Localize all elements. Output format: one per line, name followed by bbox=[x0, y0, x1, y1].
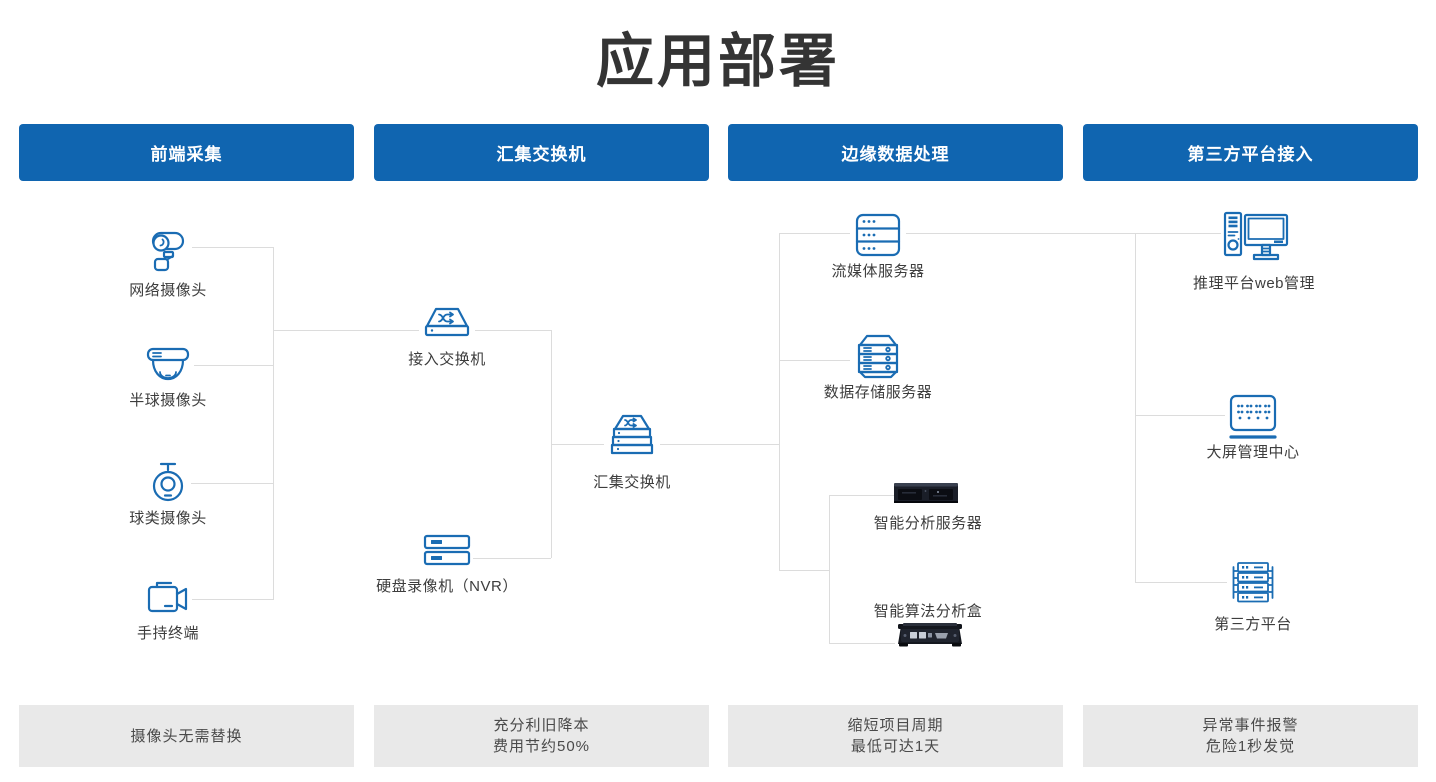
aggregation-switch-label: 汇集交换机 bbox=[593, 474, 671, 491]
handheld-terminal-icon bbox=[144, 578, 192, 620]
connector-line bbox=[829, 495, 894, 496]
ball-camera-icon bbox=[146, 461, 190, 509]
analysis-server-label: 智能分析服务器 bbox=[873, 515, 983, 532]
connector-line bbox=[779, 570, 829, 571]
web-management-label: 推理平台web管理 bbox=[1192, 275, 1316, 292]
big-screen-label: 大屏管理中心 bbox=[1206, 444, 1300, 461]
footer-line: 最低可达1天 bbox=[850, 738, 941, 755]
footer-note-aggregation: 充分利旧降本 费用节约50% bbox=[374, 705, 709, 767]
connector-line bbox=[829, 495, 830, 643]
nvr-icon bbox=[421, 533, 473, 569]
footer-note-edge-processing: 缩短项目周期 最低可达1天 bbox=[728, 705, 1063, 767]
connector-line bbox=[779, 233, 1222, 234]
access-switch-icon bbox=[419, 306, 475, 342]
column-header-aggregation-switch: 汇集交换机 bbox=[374, 124, 709, 181]
connector-line bbox=[194, 365, 273, 366]
connector-line bbox=[779, 233, 780, 570]
network-camera-icon bbox=[144, 227, 192, 275]
analysis-box-image bbox=[895, 622, 965, 649]
dome-camera-icon bbox=[144, 340, 192, 387]
aggregation-switch-icon bbox=[604, 413, 660, 463]
handheld-terminal-label: 手持终端 bbox=[136, 625, 199, 642]
footer-note-third-party: 异常事件报警 危险1秒发觉 bbox=[1083, 705, 1418, 767]
connector-line bbox=[779, 360, 850, 361]
connector-line bbox=[473, 558, 551, 559]
column-header-frontend-collection: 前端采集 bbox=[19, 124, 354, 181]
connector-line bbox=[192, 599, 273, 600]
column-header-third-party-access: 第三方平台接入 bbox=[1083, 124, 1418, 181]
connector-line bbox=[191, 483, 273, 484]
connector-line bbox=[1135, 415, 1228, 416]
web-management-icon bbox=[1221, 209, 1291, 263]
storage-server-icon bbox=[850, 332, 906, 380]
ball-camera-label: 球类摄像头 bbox=[129, 510, 207, 527]
page-title: 应用部署 bbox=[595, 29, 840, 94]
footer-line: 危险1秒发觉 bbox=[1205, 738, 1296, 755]
connector-line bbox=[273, 247, 274, 600]
big-screen-icon bbox=[1225, 393, 1281, 443]
connector-line bbox=[829, 643, 895, 644]
streaming-server-icon bbox=[850, 212, 906, 258]
storage-server-label: 数据存储服务器 bbox=[823, 384, 933, 401]
analysis-box-label: 智能算法分析盒 bbox=[873, 603, 983, 620]
dome-camera-label: 半球摄像头 bbox=[129, 392, 207, 409]
footer-line: 费用节约50% bbox=[492, 738, 591, 755]
footer-line: 异常事件报警 bbox=[1202, 717, 1299, 734]
footer-note-frontend: 摄像头无需替换 bbox=[19, 705, 354, 767]
third-party-icon bbox=[1227, 560, 1279, 606]
column-header-edge-data-processing: 边缘数据处理 bbox=[728, 124, 1063, 181]
network-camera-label: 网络摄像头 bbox=[129, 282, 207, 299]
footer-line: 摄像头无需替换 bbox=[130, 727, 243, 745]
footer-line: 充分利旧降本 bbox=[493, 717, 590, 734]
connector-line bbox=[1135, 582, 1228, 583]
nvr-label: 硬盘录像机（NVR） bbox=[376, 578, 518, 595]
connector-line bbox=[1135, 233, 1136, 582]
footer-line: 缩短项目周期 bbox=[847, 717, 944, 734]
analysis-server-image bbox=[894, 482, 958, 505]
connector-line bbox=[273, 330, 551, 331]
third-party-label: 第三方平台 bbox=[1214, 616, 1292, 633]
connector-line bbox=[192, 247, 273, 248]
access-switch-label: 接入交换机 bbox=[408, 351, 486, 368]
connector-line bbox=[551, 444, 779, 445]
streaming-server-label: 流媒体服务器 bbox=[831, 263, 925, 280]
